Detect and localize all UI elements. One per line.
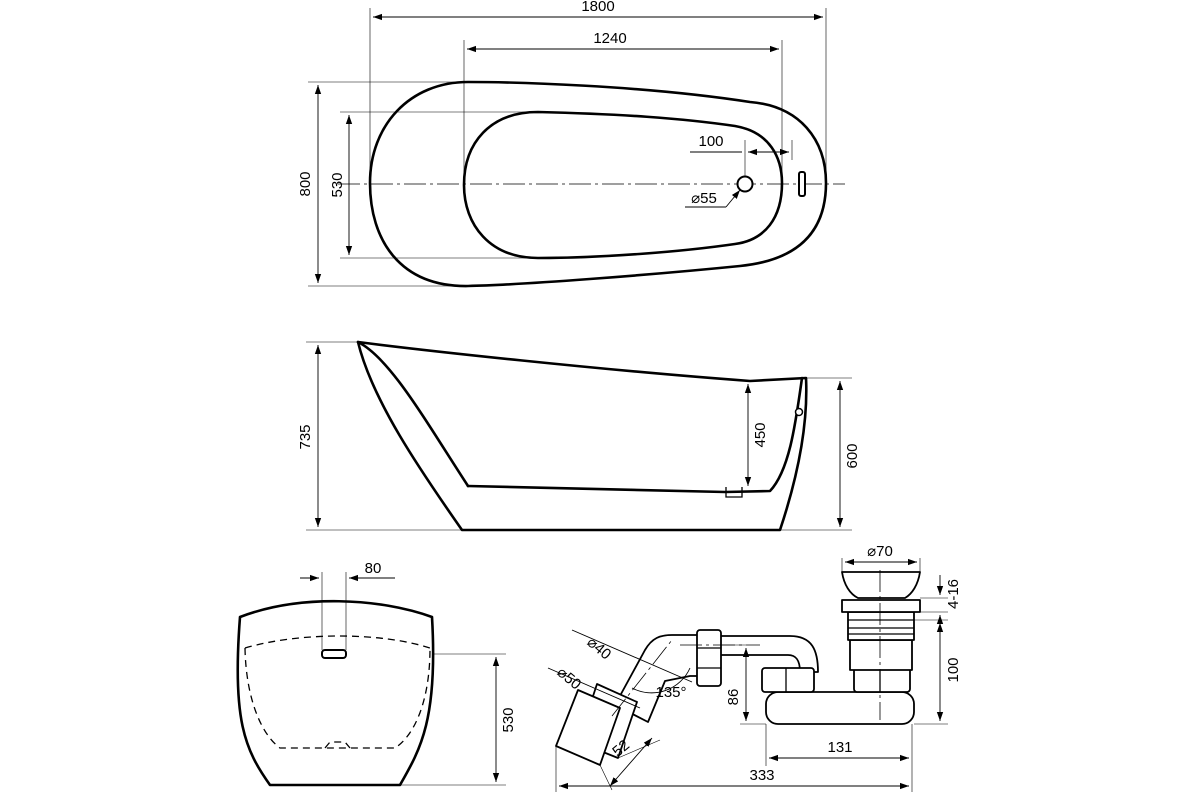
dim-label-735: 735 [297, 424, 314, 449]
dim-line-siphon-pipe [571, 629, 693, 683]
dim-label-drain-diameter: ⌀55 [691, 190, 717, 207]
dim-label-siphon-total: 333 [749, 767, 774, 784]
siphon-click-cap [841, 571, 921, 599]
dim-label-siphon-adjust: 4-16 [945, 579, 962, 609]
end-view: 80 530 [236, 560, 517, 787]
dim-label-100: 100 [698, 133, 723, 150]
overflow-slot [798, 171, 806, 197]
side-view-basin-floor [466, 376, 804, 494]
dim-line-siphon-outlet-length [609, 737, 653, 787]
dim-label-800: 800 [297, 171, 314, 196]
siphon-detail: ⌀70 4-16 100 ⌀40 ⌀50 135° 52 86 [547, 543, 962, 792]
siphon-drain-body [849, 639, 913, 671]
top-view-inner-basin [462, 110, 784, 260]
end-view-overflow-slot [321, 649, 347, 659]
dim-label-siphon-angle: 135° [655, 684, 686, 701]
dim-arc-siphon-angle [631, 667, 691, 694]
side-view-drain-fitting [725, 487, 743, 498]
end-view-rim-hidden [244, 635, 431, 649]
dim-label-530-top: 530 [329, 172, 346, 197]
siphon-drain-thread [847, 611, 915, 641]
end-view-drain-hidden [324, 741, 351, 749]
dim-label-siphon-base: 131 [827, 739, 852, 756]
top-view-outer-outline [368, 80, 828, 288]
side-view-overflow [794, 407, 804, 417]
end-view-basin-hidden [244, 647, 431, 749]
siphon-pipe-nut [696, 629, 722, 687]
siphon-trap-body [765, 691, 915, 725]
dim-label-1800: 1800 [581, 0, 614, 15]
dim-label-450: 450 [752, 422, 769, 447]
drain-hole [736, 175, 754, 193]
end-view-outer-shell [236, 599, 435, 787]
dim-label-1240: 1240 [593, 30, 626, 47]
siphon-angled-pipe [614, 634, 701, 723]
dim-label-siphon-height: 100 [945, 657, 962, 682]
top-view: 1800 1240 800 530 100 ⌀55 [297, 0, 845, 288]
side-view-outer-shell [356, 340, 808, 532]
siphon-drain-flange [841, 599, 921, 613]
dim-label-530-end: 530 [500, 707, 517, 732]
dim-label-siphon-outlet: ⌀50 [554, 664, 585, 694]
dim-label-80: 80 [365, 560, 382, 577]
siphon-trap-nut-right [853, 667, 911, 693]
side-view-inner-rim [356, 340, 470, 488]
dim-label-600: 600 [844, 443, 861, 468]
side-view: 735 450 600 [297, 340, 861, 532]
dim-label-siphon-cap: ⌀70 [867, 543, 893, 560]
siphon-trap-nut-left [761, 667, 815, 693]
dim-leader-drain [725, 189, 741, 208]
dim-label-siphon-pipe: ⌀40 [584, 634, 615, 664]
dim-label-siphon-trap: 86 [725, 689, 742, 706]
dim-line-siphon-outlet [547, 667, 641, 709]
